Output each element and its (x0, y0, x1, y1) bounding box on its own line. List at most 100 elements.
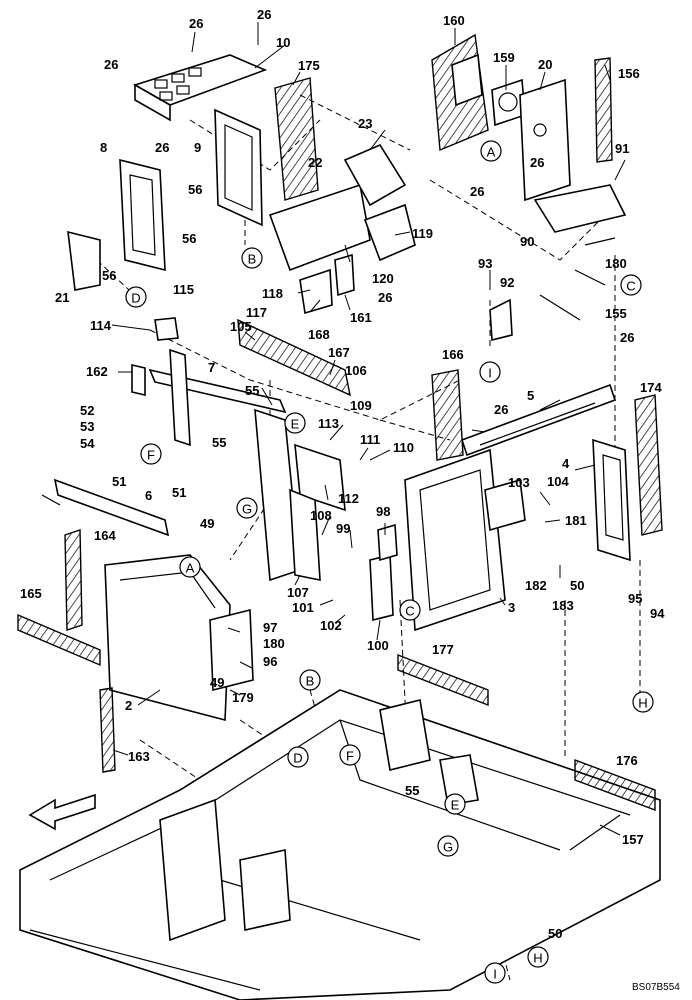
callout: 26 (155, 140, 169, 155)
callout: 9 (194, 140, 201, 155)
callout: 165 (20, 586, 42, 601)
callout: 115 (173, 282, 194, 297)
base-frame (19, 653, 661, 1000)
callout: 163 (128, 749, 150, 764)
callout: 49 (200, 516, 214, 531)
callout: 3 (508, 600, 515, 615)
callout: 21 (55, 290, 69, 305)
callout: 109 (350, 398, 372, 413)
callout: 159 (493, 50, 515, 65)
front-arrow-icon (28, 793, 96, 831)
svg-text:B: B (248, 252, 257, 267)
callout: 6 (145, 488, 152, 503)
callout: 104 (547, 474, 569, 489)
callout: 101 (292, 600, 314, 615)
svg-text:C: C (626, 279, 635, 294)
callout: 50 (548, 926, 562, 941)
callout: 54 (80, 436, 95, 451)
ref-circle-e-top: E (284, 412, 306, 434)
callout: 26 (104, 57, 118, 72)
callout: 51 (172, 485, 186, 500)
ref-circle-g-bottom: G (437, 835, 459, 857)
callout: 7 (208, 360, 215, 375)
ref-circle-f-bottom: F (339, 744, 361, 766)
callout: 155 (605, 306, 627, 321)
callout: 105 (230, 319, 252, 334)
callout: 108 (310, 508, 332, 523)
ref-circle-f-top: F (140, 443, 162, 465)
callout: 160 (443, 13, 465, 28)
callout: 91 (615, 141, 629, 156)
upper-right-panels (431, 33, 627, 342)
callout: 119 (412, 226, 433, 241)
callout: 167 (328, 345, 350, 360)
ref-circle-d-bottom: D (287, 746, 309, 768)
ref-circle-i-bottom: I (484, 962, 506, 984)
callout: 55 (405, 783, 419, 798)
callout: 26 (378, 290, 392, 305)
callout: 4 (562, 456, 570, 471)
svg-text:A: A (487, 145, 496, 160)
callout: 107 (287, 585, 309, 600)
callout: 56 (182, 231, 196, 246)
callout: 161 (350, 310, 372, 325)
callout: 23 (358, 116, 372, 131)
callout: 2 (125, 698, 132, 713)
callout: 106 (345, 363, 367, 378)
callout: 20 (538, 57, 552, 72)
ref-circle-a-bottom: A (179, 556, 201, 578)
callout: 179 (232, 690, 254, 705)
svg-text:H: H (533, 951, 542, 966)
callout: 93 (478, 256, 492, 271)
callout: 176 (616, 753, 638, 768)
callout: 53 (80, 419, 94, 434)
ref-circle-g-top: G (236, 497, 258, 519)
callout: 5 (527, 388, 534, 403)
callout: 110 (393, 440, 414, 455)
ref-circle-c-top: C (620, 274, 642, 296)
callout: 180 (605, 256, 627, 271)
callout: 90 (520, 234, 534, 249)
callout: 95 (628, 591, 642, 606)
callout: 55 (245, 383, 259, 398)
reference-circles: A B C D E F G H I A B C D E F G H I (125, 140, 654, 984)
svg-text:H: H (638, 696, 647, 711)
callout: 22 (308, 155, 322, 170)
callout: 180 (263, 636, 285, 651)
callout: 10 (276, 35, 290, 50)
callout: 117 (246, 305, 267, 320)
svg-text:F: F (147, 448, 155, 463)
ref-circle-a-top: A (480, 140, 502, 162)
svg-text:E: E (291, 417, 300, 432)
callout: 56 (188, 182, 202, 197)
callout: 99 (336, 521, 350, 536)
callout: 164 (94, 528, 116, 543)
callout: 103 (508, 475, 530, 490)
callout: 26 (470, 184, 484, 199)
callout: 162 (86, 364, 108, 379)
callout: 120 (372, 271, 394, 286)
callout: 100 (367, 638, 389, 653)
callout: 177 (432, 642, 454, 657)
callout: 55 (212, 435, 226, 450)
callout: 168 (308, 327, 330, 342)
svg-text:F: F (346, 749, 354, 764)
svg-text:I: I (493, 967, 497, 982)
callout: 26 (530, 155, 544, 170)
callout: 97 (263, 620, 277, 635)
callout: 111 (360, 432, 380, 447)
ref-circle-b-bottom: B (299, 669, 321, 691)
callout: 92 (500, 275, 514, 290)
callout: 183 (552, 598, 574, 613)
callout: 114 (90, 318, 112, 333)
svg-text:I: I (488, 366, 492, 381)
callout: 174 (640, 380, 662, 395)
svg-text:B: B (306, 674, 315, 689)
callout: 56 (102, 268, 116, 283)
ref-circle-i-top: I (479, 361, 501, 383)
callout: 51 (112, 474, 126, 489)
callout: 175 (298, 58, 320, 73)
callout-numbers: 26 26 10 175 26 160 159 20 156 8 26 9 23… (20, 7, 665, 941)
callout: 26 (494, 402, 508, 417)
